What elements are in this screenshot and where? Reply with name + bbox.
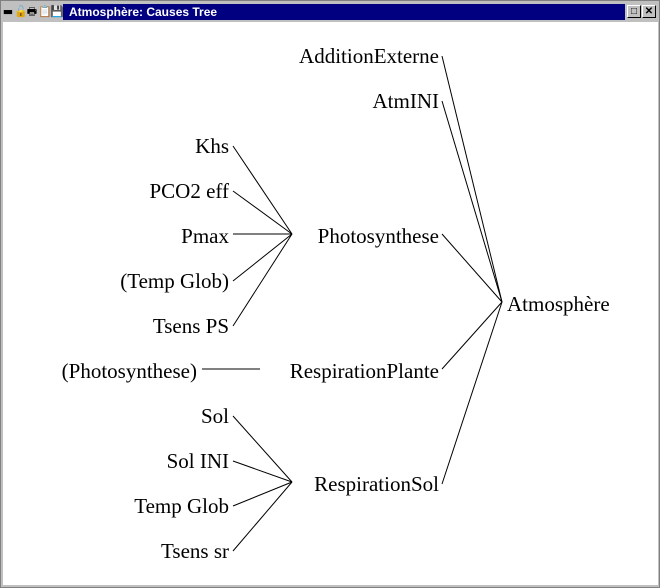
node-atmini[interactable]: AtmINI xyxy=(372,89,440,113)
minimize-bar-icon[interactable]: ▬ xyxy=(2,5,14,18)
edge-solini-to-resp_sol xyxy=(232,460,293,483)
node-photosynthese-shadow[interactable]: (Photosynthese) xyxy=(61,359,197,383)
print-icon[interactable]: 🖶 xyxy=(26,5,38,18)
edge-tsensps-to-photo xyxy=(232,233,293,327)
maximize-button[interactable]: □ xyxy=(627,5,641,18)
tree-canvas: AdditionExterne AtmINI Photosynthese Res… xyxy=(3,22,658,585)
node-addition-externe[interactable]: AdditionExterne xyxy=(299,44,439,68)
node-khs[interactable]: Khs xyxy=(195,134,229,158)
edge-resp_sol-to-root xyxy=(441,301,503,485)
node-temp-glob-shadow[interactable]: (Temp Glob) xyxy=(120,269,229,293)
node-tsens-sr[interactable]: Tsens sr xyxy=(161,539,229,563)
edge-tsenssr-to-resp_sol xyxy=(232,481,293,552)
window-title: Atmosphère: Causes Tree xyxy=(63,4,625,20)
lock-icon[interactable]: 🔓 xyxy=(14,5,28,18)
node-tsens-ps[interactable]: Tsens PS xyxy=(152,314,229,338)
edge-addition-to-root xyxy=(441,55,503,303)
node-sol-ini[interactable]: Sol INI xyxy=(166,449,229,473)
node-respiration-sol[interactable]: RespirationSol xyxy=(314,472,439,496)
edge-sol-to-resp_sol xyxy=(232,415,293,483)
close-icon: ✕ xyxy=(644,6,654,17)
clipboard-icon[interactable]: 📋 xyxy=(38,5,52,18)
edge-photo-to-root xyxy=(441,233,503,303)
node-pmax[interactable]: Pmax xyxy=(181,224,229,248)
node-pco2-eff[interactable]: PCO2 eff xyxy=(149,179,229,203)
edge-tempglob1-to-photo xyxy=(232,233,293,282)
edge-tempglob2-to-resp_sol xyxy=(232,481,293,507)
edge-pco2-to-photo xyxy=(232,190,293,235)
close-button[interactable]: ✕ xyxy=(642,5,656,18)
edge-atmini-to-root xyxy=(441,100,503,303)
node-temp-glob[interactable]: Temp Glob xyxy=(134,494,229,518)
node-atmosphere-root[interactable]: Atmosphère xyxy=(507,292,610,316)
node-photosynthese[interactable]: Photosynthese xyxy=(317,224,439,248)
edge-resp_plante-to-root xyxy=(441,301,503,370)
maximize-icon: □ xyxy=(630,6,638,17)
edge-khs-to-photo xyxy=(232,145,293,235)
tree-edges xyxy=(202,55,503,552)
node-sol[interactable]: Sol xyxy=(200,404,229,428)
save-icon[interactable]: 💾 xyxy=(50,5,64,18)
node-respiration-plante[interactable]: RespirationPlante xyxy=(289,359,439,383)
